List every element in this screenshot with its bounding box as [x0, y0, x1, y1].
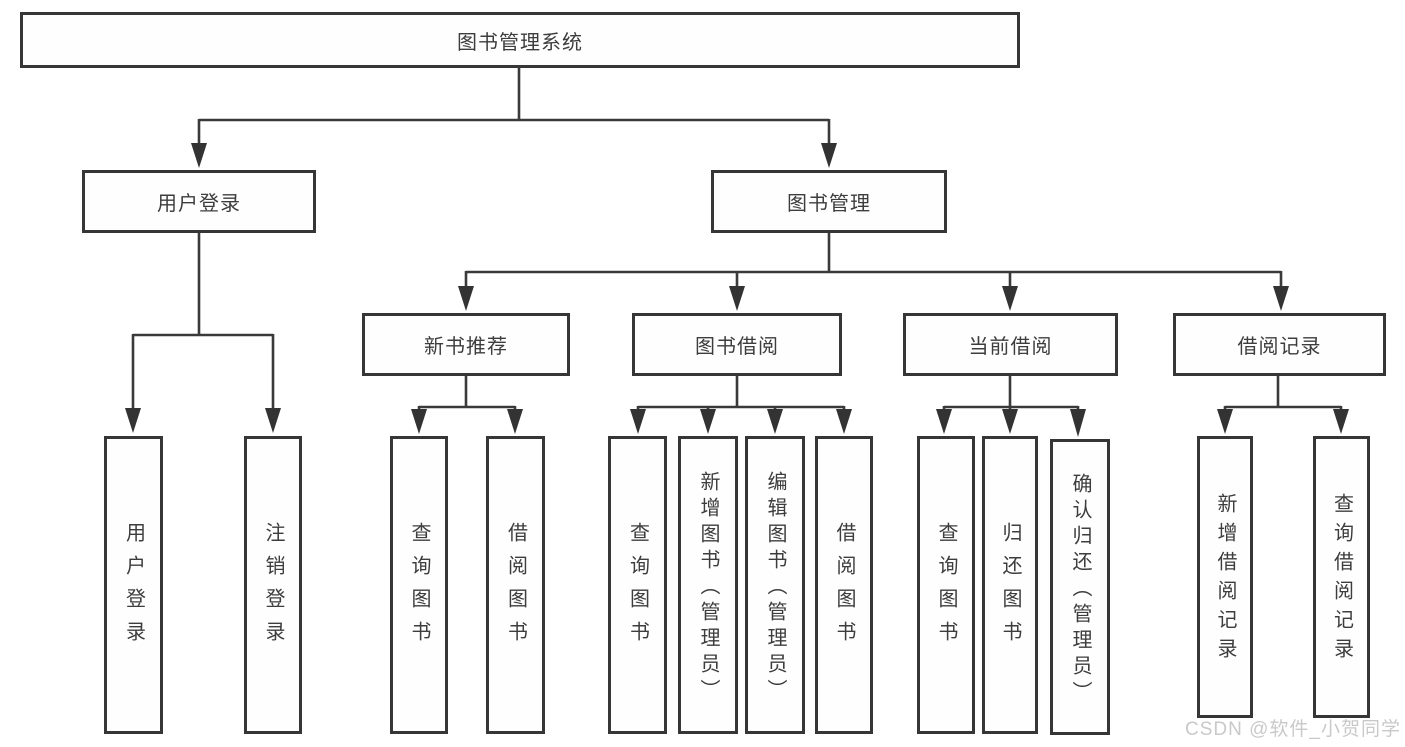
leaf-query-books-recommend: 查询图书	[390, 436, 448, 734]
leaf-add-borrow-record: 新增借阅记录	[1197, 436, 1253, 718]
node-book-management: 图书管理	[711, 170, 947, 233]
leaf-query-books-current: 查询图书	[917, 436, 975, 734]
node-library-management-system: 图书管理系统	[20, 12, 1020, 68]
leaf-query-borrow-record: 查询借阅记录	[1313, 436, 1370, 718]
node-user-login: 用户登录	[82, 170, 316, 233]
leaf-add-book-admin: 新增图书（管理员）	[678, 436, 738, 734]
leaf-logout: 注销登录	[244, 436, 302, 734]
leaf-borrow-books-borrow: 借阅图书	[815, 436, 873, 734]
node-current-borrow: 当前借阅	[903, 313, 1118, 376]
leaf-return-book: 归还图书	[982, 436, 1038, 734]
node-new-book-recommend: 新书推荐	[362, 313, 570, 376]
leaf-edit-book-admin: 编辑图书（管理员）	[745, 436, 805, 734]
leaf-borrow-books-recommend: 借阅图书	[486, 436, 545, 734]
csdn-watermark: CSDN @软件_小贺同学	[1185, 719, 1401, 740]
leaf-query-books-borrow: 查询图书	[608, 436, 667, 734]
leaf-user-login: 用户登录	[104, 436, 163, 734]
leaf-confirm-return-admin: 确认归还（管理员）	[1050, 439, 1110, 735]
node-borrow-records: 借阅记录	[1173, 313, 1386, 376]
node-book-borrow: 图书借阅	[632, 313, 842, 376]
